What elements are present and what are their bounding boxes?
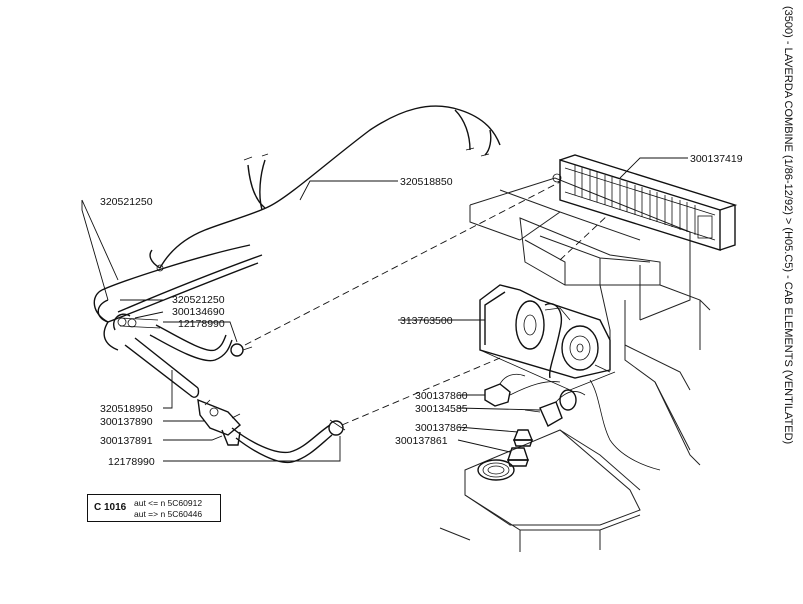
label-320521250-secondary: 320521250 — [172, 294, 225, 306]
hose-lower — [231, 419, 346, 464]
reference-box: C 1016 aut <= n 5C60912 aut => n 5C60446 — [87, 494, 221, 522]
label-300137861: 300137861 — [395, 435, 448, 447]
cab-roof-structure — [469, 177, 711, 466]
label-300137419: 300137419 — [690, 153, 743, 165]
label-300134690: 300134690 — [172, 306, 225, 318]
label-300134585: 300134585 — [415, 403, 468, 415]
ventilation-grille — [477, 459, 515, 481]
wire-loop — [589, 379, 661, 471]
reference-code: C 1016 — [94, 502, 127, 513]
electric-switch-300137860 — [484, 373, 561, 407]
cab-lower-console — [439, 429, 641, 552]
heater-radiator — [552, 154, 738, 251]
wiring-harness — [149, 105, 501, 272]
label-12178990-upper: 12178990 — [178, 318, 225, 330]
label-320521250-main: 320521250 — [100, 196, 153, 208]
routing-dashed-lines — [244, 181, 609, 426]
label-300137890: 300137890 — [100, 416, 153, 428]
hose-300134690 — [117, 317, 233, 362]
label-300137862: 300137862 — [415, 422, 468, 434]
reference-line-2: aut => n 5C60446 — [134, 509, 203, 519]
vertical-title: (3500) - LAVERDA COMBINE (1/86-12/92) > … — [782, 6, 798, 476]
label-12178990-lower: 12178990 — [108, 456, 155, 468]
blower-fan-unit — [479, 284, 616, 391]
hose-clamp-upper — [230, 343, 253, 357]
knob-300137862 — [512, 429, 534, 447]
label-320518850: 320518850 — [400, 176, 453, 188]
resistor-300134585 — [524, 389, 586, 427]
label-313763500: 313763500 — [400, 315, 453, 327]
knob-300137861 — [507, 447, 529, 467]
label-300137891: 300137891 — [100, 435, 153, 447]
label-300137860: 300137860 — [415, 390, 468, 402]
leader-lines — [81, 157, 688, 462]
label-320518950: 320518950 — [100, 403, 153, 415]
reference-line-1: aut <= n 5C60912 — [134, 498, 203, 508]
hose-320521250 — [93, 244, 263, 351]
hose-320518950 — [113, 313, 200, 398]
page-title: (3500) - LAVERDA COMBINE (1/86-12/92) > … — [782, 6, 794, 445]
water-valve — [197, 398, 242, 446]
